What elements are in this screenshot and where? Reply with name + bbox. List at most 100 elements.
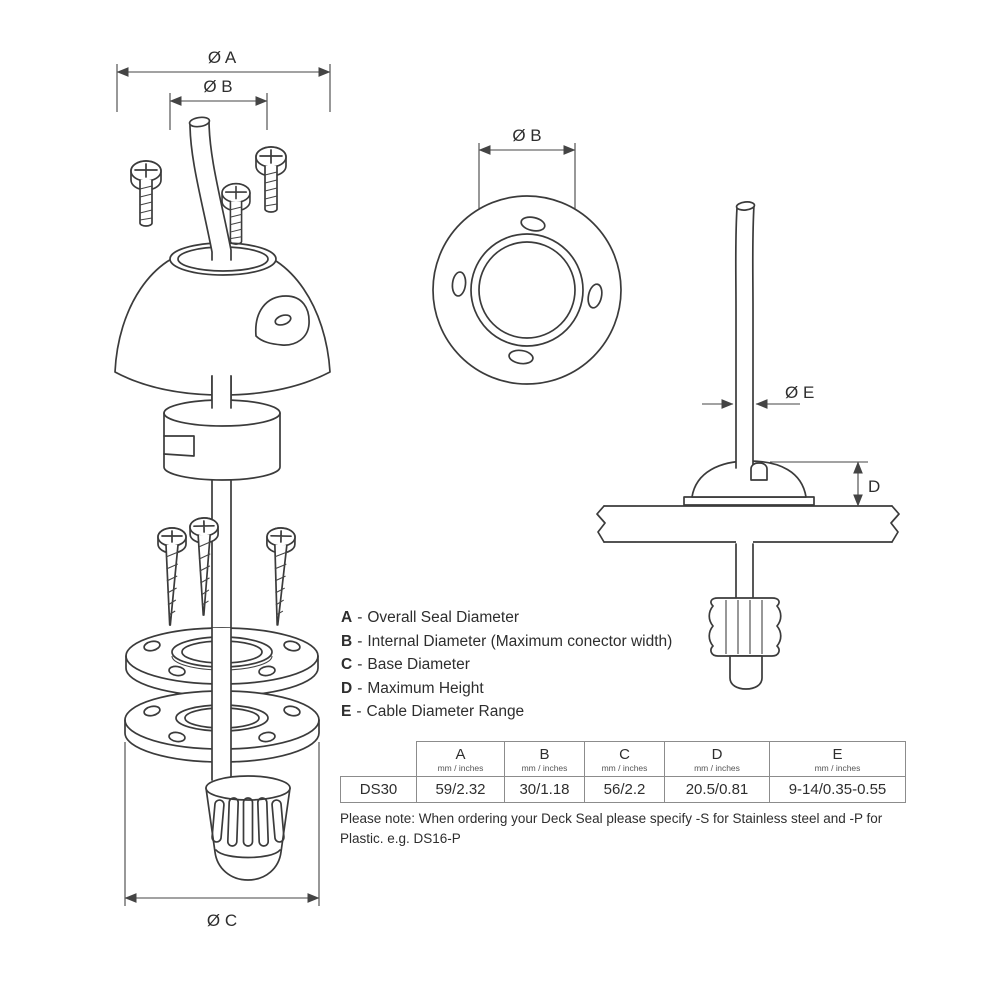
dim-internal-diameter-b: Ø B (169, 77, 268, 130)
dim-label-d: D (868, 477, 880, 496)
col-header-e: E mm / inches (769, 741, 906, 777)
machine-screw-right (255, 146, 287, 213)
deck-break-left (596, 505, 606, 543)
legend-key: B (341, 632, 353, 650)
tapping-screw-left (157, 527, 187, 626)
connector-rib (242, 797, 254, 847)
dim-label-b: Ø B (203, 77, 232, 96)
flange-hole (283, 640, 301, 652)
legend-key: E (341, 703, 352, 720)
legend-item-c: C-Base Diameter (341, 653, 672, 677)
legend-key: C (341, 656, 353, 673)
value-e: 9-14/0.35-0.55 (769, 776, 906, 803)
cable-above-deck (734, 201, 768, 481)
cable-top (188, 116, 232, 261)
dimension-legend: A-Overall Seal Diameter B-Internal Diame… (341, 606, 672, 724)
dim-label-b-top: Ø B (512, 126, 541, 145)
mounting-slot (520, 216, 546, 232)
connector-rib (211, 799, 225, 843)
legend-desc: Maximum Height (367, 679, 484, 697)
legend-item-e: E-Cable Diameter Range (341, 700, 672, 724)
cable-clamp-entry (211, 375, 232, 409)
deck-break-right (890, 505, 900, 543)
legend-key: D (341, 679, 353, 697)
spec-table-header-row: A mm / inches B mm / inches C mm / inche… (341, 741, 906, 777)
model-cell: DS30 (340, 776, 417, 803)
spec-table-corner (341, 742, 417, 777)
col-header-d: D mm / inches (664, 741, 770, 777)
legend-separator: - (356, 703, 362, 720)
col-unit: mm / inches (521, 762, 568, 773)
legend-desc: Cable Diameter Range (366, 703, 525, 720)
flange-hole (168, 731, 186, 743)
col-letter: B (539, 745, 550, 763)
dim-label-a: Ø A (208, 48, 237, 67)
dim-cable-diameter-e: Ø E (702, 383, 814, 409)
flange-hole (143, 640, 161, 652)
value-c: 56/2.2 (584, 776, 665, 803)
dim-max-height-d: D (770, 461, 880, 507)
col-header-a: A mm / inches (416, 741, 505, 777)
clamp-collar (163, 399, 281, 481)
machine-screw-left (130, 160, 162, 227)
deck-surface (596, 505, 900, 543)
flange-hole (258, 665, 276, 677)
flange-hole (143, 705, 161, 717)
legend-key: A (341, 609, 353, 626)
mounting-slot (508, 349, 534, 365)
col-letter: A (455, 745, 466, 763)
tapping-screw-right (264, 526, 297, 627)
dim-label-e: Ø E (785, 383, 814, 402)
cable-end-cap (735, 201, 756, 211)
col-letter: C (619, 745, 630, 763)
flange-hole (258, 731, 276, 743)
connector-rib (271, 799, 285, 843)
col-letter: E (832, 745, 843, 763)
dim-internal-diameter-b-top: Ø B (478, 126, 576, 240)
col-unit: mm / inches (814, 762, 861, 773)
cable-connector (205, 775, 291, 881)
exploded-view: Ø A Ø B (114, 48, 331, 930)
spec-table-data-row: DS30 59/2.32 30/1.18 56/2.2 20.5/0.81 9-… (340, 776, 906, 803)
connector-rib (256, 797, 270, 847)
flange-hole (283, 705, 301, 717)
cable-end-cap (188, 116, 211, 128)
col-header-b: B mm / inches (504, 741, 585, 777)
dim-label-c: Ø C (207, 911, 237, 930)
legend-item-d: D-Maximum Height (341, 677, 672, 701)
connector-rib (226, 797, 240, 847)
nut-stub (729, 655, 763, 690)
clamp-slot (163, 435, 195, 457)
seal-top-cap (750, 462, 768, 481)
top-view: Ø B (432, 126, 622, 385)
legend-separator: - (357, 609, 363, 626)
legend-desc: Base Diameter (367, 656, 470, 673)
mounting-slot (451, 271, 467, 297)
legend-desc: Internal Diameter (Maximum conector widt… (367, 632, 673, 650)
mounting-slot (587, 283, 603, 309)
legend-separator: - (357, 679, 363, 697)
col-unit: mm / inches (601, 762, 648, 773)
compression-nut (708, 597, 782, 690)
dome-base-flange (683, 496, 815, 506)
flange-hole (168, 665, 186, 677)
value-b: 30/1.18 (504, 776, 585, 803)
col-unit: mm / inches (694, 762, 740, 773)
legend-separator: - (357, 632, 363, 650)
col-letter: D (711, 745, 723, 763)
legend-separator: - (357, 656, 363, 673)
cable-below-deck (735, 538, 754, 603)
col-unit: mm / inches (437, 762, 484, 773)
ordering-note: Please note: When ordering your Deck Sea… (340, 811, 883, 846)
dome-seal (114, 242, 331, 396)
dim-overall-diameter-a: Ø A (116, 48, 331, 112)
legend-item-a: A-Overall Seal Diameter (341, 606, 672, 630)
value-d: 20.5/0.81 (664, 776, 770, 803)
flange-outline-top (432, 195, 622, 385)
legend-desc: Overall Seal Diameter (367, 609, 519, 626)
dim-base-diameter-c: Ø C (124, 742, 320, 930)
center-hole (478, 241, 576, 339)
value-a: 59/2.32 (416, 776, 505, 803)
